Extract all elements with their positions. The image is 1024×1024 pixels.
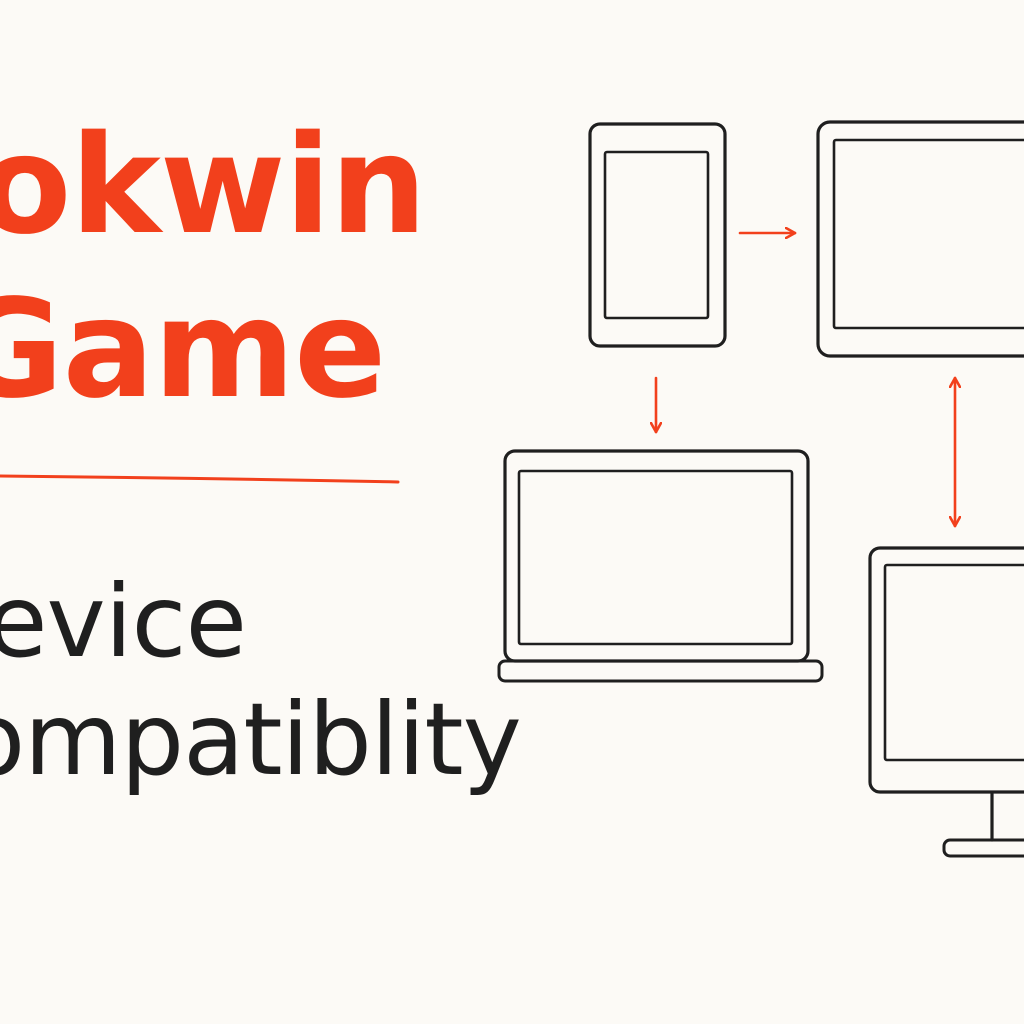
monitor-icon xyxy=(816,120,1024,358)
subtitle-line-1: evice xyxy=(0,563,247,680)
desktop-icon xyxy=(868,546,1024,858)
title-line-2: Game xyxy=(0,271,386,429)
phone-icon xyxy=(588,122,727,348)
laptop-icon xyxy=(497,449,824,683)
subtitle-line-2: ompatiblity xyxy=(0,681,522,798)
title-underline xyxy=(0,474,400,484)
title-line-1: okwin xyxy=(0,107,427,265)
